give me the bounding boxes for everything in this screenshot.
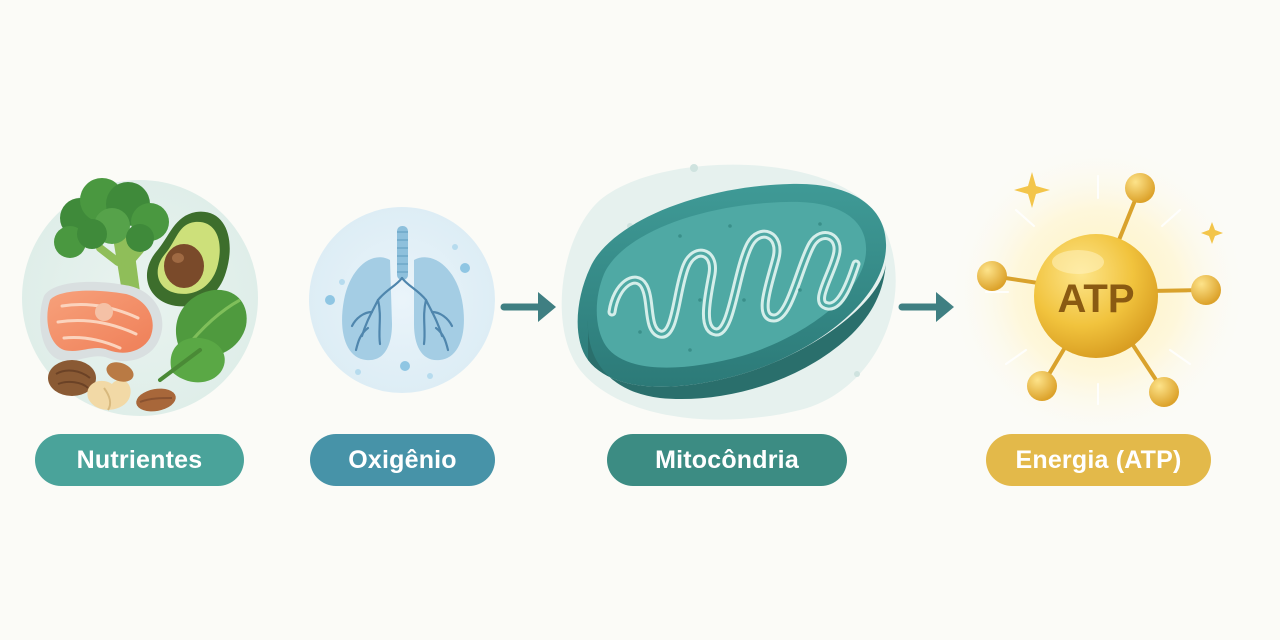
- stage-label-nutrientes: Nutrientes: [35, 434, 244, 486]
- atp-molecule-label: ATP: [1057, 277, 1134, 321]
- salmon-icon: [40, 281, 163, 362]
- food-icon: [22, 178, 258, 416]
- stage-label-atp: Energia (ATP): [986, 434, 1211, 486]
- arrow-icon: [500, 292, 556, 322]
- avocado-icon: [146, 211, 230, 307]
- spinach-leaf-icon: [158, 289, 247, 383]
- stage-label-mitocondria: Mitocôndria: [607, 434, 847, 486]
- atp-molecule-icon: ATP: [948, 142, 1248, 442]
- arrow-icon: [898, 292, 954, 322]
- mitochondrion-icon: [561, 164, 896, 420]
- nuts-icon: [48, 360, 176, 412]
- broccoli-icon: [54, 178, 169, 292]
- lungs-icon: [309, 207, 495, 393]
- stage-label-oxigenio: Oxigênio: [310, 434, 495, 486]
